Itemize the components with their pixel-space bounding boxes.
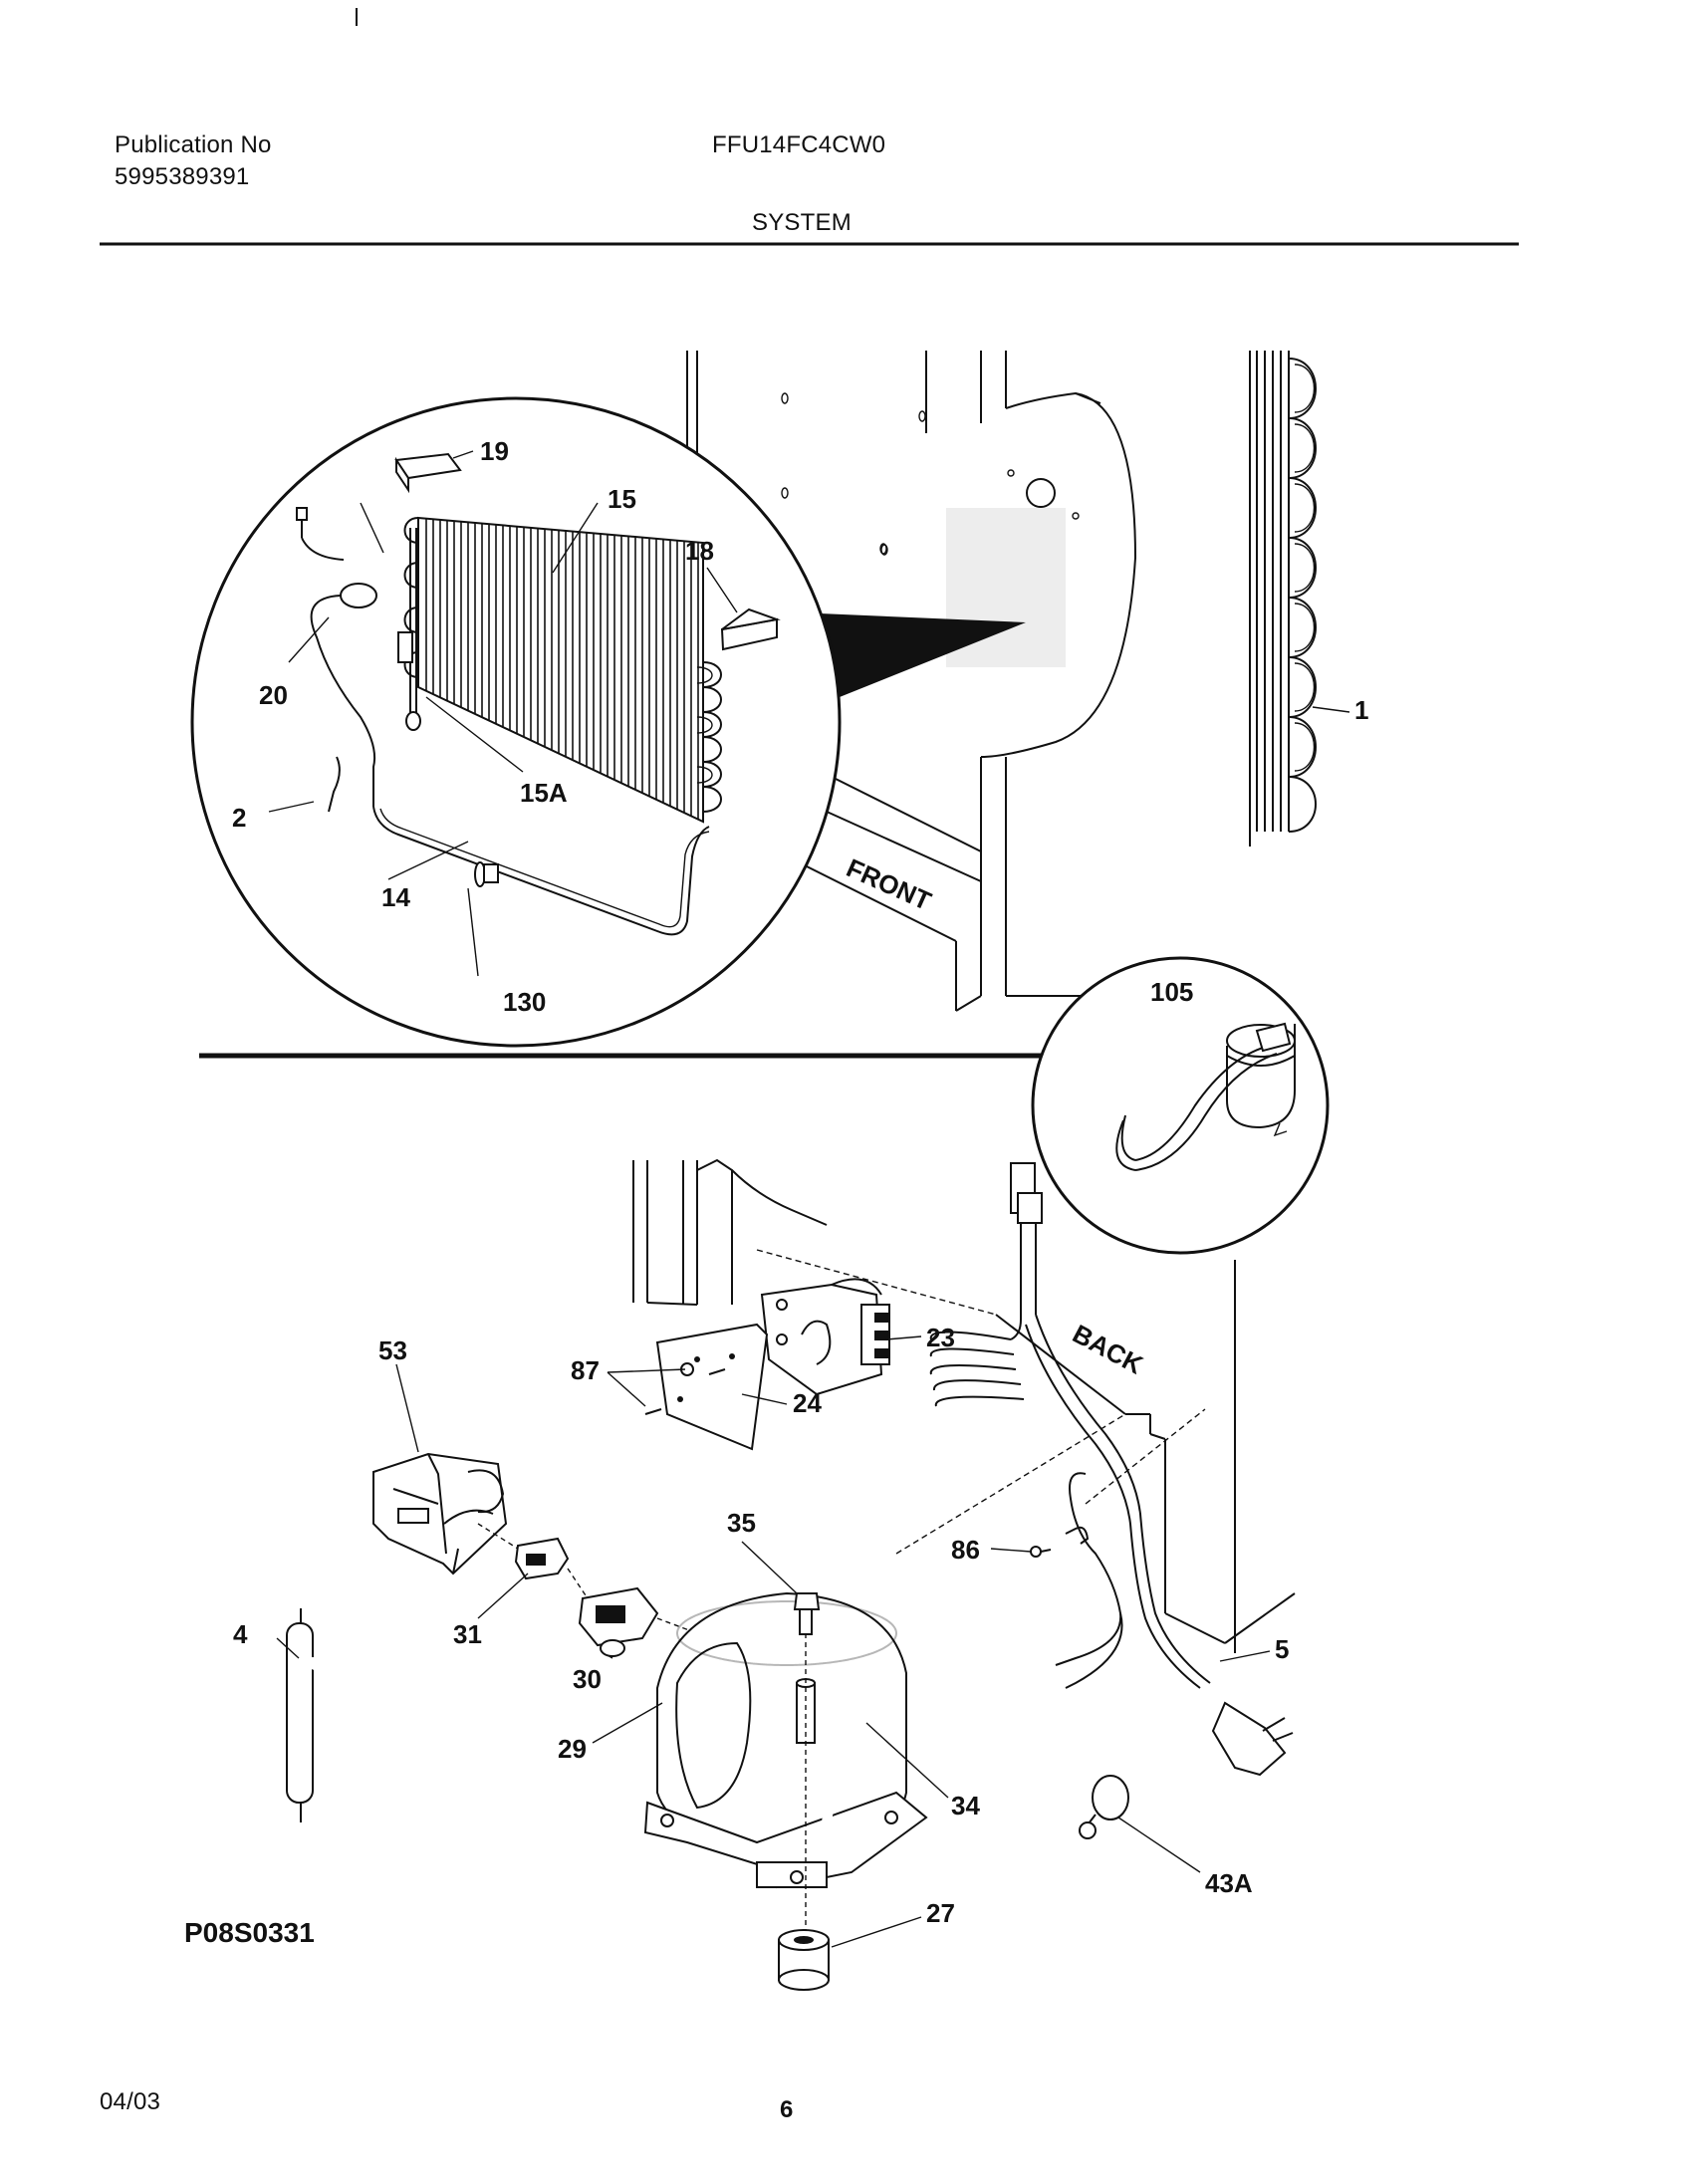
tubing-clamp bbox=[1079, 1775, 1129, 1839]
evaporator-assembly bbox=[296, 452, 781, 936]
footer-date: 04/03 bbox=[100, 2088, 161, 2115]
callout-24: 24 bbox=[793, 1388, 822, 1418]
callout-labels: 1 2 4 5 14 15 15A 18 19 20 23 24 27 29 3… bbox=[232, 436, 1368, 1928]
callout-27: 27 bbox=[926, 1898, 955, 1928]
condenser-coil bbox=[1256, 351, 1317, 833]
callout-15: 15 bbox=[608, 484, 636, 514]
compressor bbox=[643, 1591, 928, 1932]
callout-4: 4 bbox=[233, 1619, 248, 1649]
callout-leaders bbox=[268, 450, 1350, 1948]
overload-protector bbox=[477, 1523, 570, 1580]
callout-87: 87 bbox=[571, 1355, 600, 1385]
defrost-timer bbox=[760, 1278, 890, 1396]
callout-34: 34 bbox=[951, 1791, 980, 1820]
callout-105: 105 bbox=[1150, 977, 1193, 1007]
callout-86: 86 bbox=[951, 1535, 980, 1565]
callout-35: 35 bbox=[727, 1508, 756, 1538]
mounting-grommet bbox=[778, 1929, 830, 1991]
ground-screw bbox=[1030, 1526, 1090, 1558]
relay-cover bbox=[372, 1452, 508, 1576]
machine-compartment-outline bbox=[632, 1158, 1296, 1653]
heater-detail-circle bbox=[1031, 956, 1330, 1255]
power-cord bbox=[929, 1162, 1294, 1777]
callout-1: 1 bbox=[1354, 695, 1368, 725]
evaporator-detail-circle bbox=[190, 396, 842, 1048]
callout-43a: 43A bbox=[1205, 1868, 1253, 1898]
back-label: BACK bbox=[1068, 1319, 1148, 1380]
timer-bracket bbox=[644, 1323, 769, 1451]
model-number: FFU14FC4CW0 bbox=[712, 131, 886, 158]
figure-code: P08S0331 bbox=[184, 1917, 315, 1948]
section-title: SYSTEM bbox=[752, 209, 852, 236]
callout-15a: 15A bbox=[520, 778, 568, 808]
callout-23: 23 bbox=[926, 1323, 955, 1352]
publication-number: 5995389391 bbox=[115, 163, 250, 190]
callout-5: 5 bbox=[1275, 1634, 1289, 1664]
publication-label: Publication No bbox=[115, 131, 272, 158]
detail-pointer-wedge bbox=[797, 612, 1026, 707]
callout-53: 53 bbox=[378, 1335, 407, 1365]
callout-30: 30 bbox=[573, 1664, 602, 1694]
filter-drier bbox=[286, 1608, 366, 1822]
start-relay bbox=[567, 1568, 698, 1657]
callout-29: 29 bbox=[558, 1734, 587, 1764]
callout-2: 2 bbox=[232, 803, 246, 833]
callout-14: 14 bbox=[381, 882, 410, 912]
callout-20: 20 bbox=[259, 680, 288, 710]
page-number: 6 bbox=[780, 2096, 794, 2123]
callout-130: 130 bbox=[503, 987, 546, 1017]
callout-19: 19 bbox=[480, 436, 509, 466]
drain-heater bbox=[1115, 1022, 1296, 1171]
callout-18: 18 bbox=[685, 536, 714, 566]
callout-31: 31 bbox=[453, 1619, 482, 1649]
